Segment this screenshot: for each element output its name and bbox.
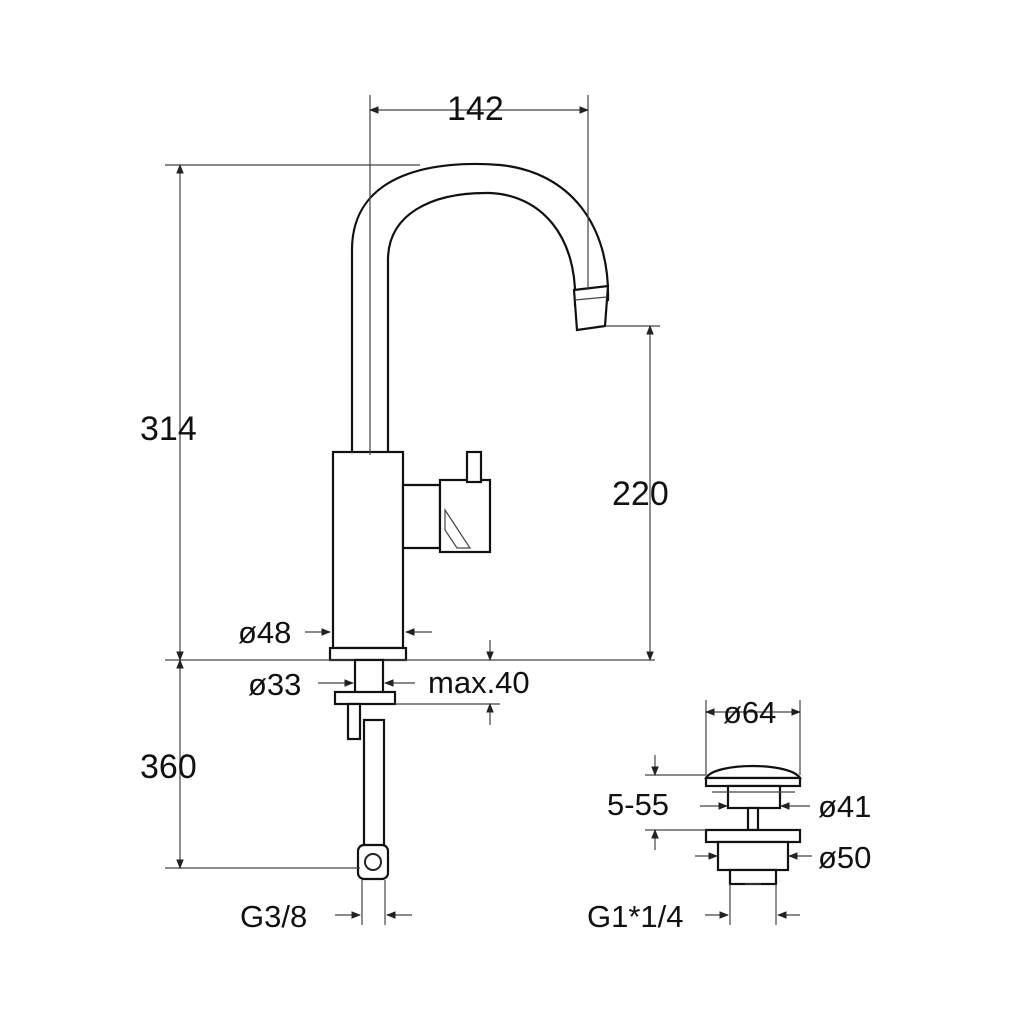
dim-shank-diameter: ø33 xyxy=(248,667,301,702)
dim-spout-reach: 142 xyxy=(447,90,504,128)
dim-clamping-range: 5-55 xyxy=(607,787,669,822)
dim-base-diameter: ø48 xyxy=(238,615,291,650)
dim-max-counter-thickness: max.40 xyxy=(428,665,530,700)
faucet-lever xyxy=(438,478,492,554)
dim-thread: G1*1/4 xyxy=(587,899,684,934)
dim-spout-height: 220 xyxy=(612,475,669,513)
drain-body xyxy=(716,840,790,872)
faucet-hose-nut xyxy=(356,843,390,881)
dim-total-height: 314 xyxy=(140,410,197,448)
faucet-spout-tip xyxy=(572,284,610,332)
faucet-body xyxy=(331,450,405,650)
faucet-spout xyxy=(350,162,610,457)
faucet-base-ring xyxy=(328,646,408,662)
faucet-outline xyxy=(165,162,655,881)
drain-cap xyxy=(704,764,802,780)
faucet-hose xyxy=(362,718,386,852)
faucet-dimensions xyxy=(165,95,660,925)
dim-flange-diameter: ø50 xyxy=(818,840,871,875)
dim-hose-connection: G3/8 xyxy=(240,899,307,934)
faucet-lever-pin xyxy=(465,450,483,484)
faucet-nut xyxy=(333,690,397,706)
drain-thread xyxy=(728,868,778,886)
faucet-tailpipe xyxy=(346,702,362,741)
drain-dimensions xyxy=(645,700,812,925)
drain-outline xyxy=(704,764,802,886)
drain-body-top xyxy=(704,828,802,844)
dim-neck-diameter: ø41 xyxy=(818,789,871,824)
faucet-lever-connector xyxy=(401,483,442,550)
dim-cap-diameter: ø64 xyxy=(723,695,776,730)
drain-cap-rim xyxy=(704,776,802,788)
drain-neck xyxy=(726,784,782,810)
drain-stem xyxy=(746,806,760,832)
dim-hose-length: 360 xyxy=(140,748,197,786)
